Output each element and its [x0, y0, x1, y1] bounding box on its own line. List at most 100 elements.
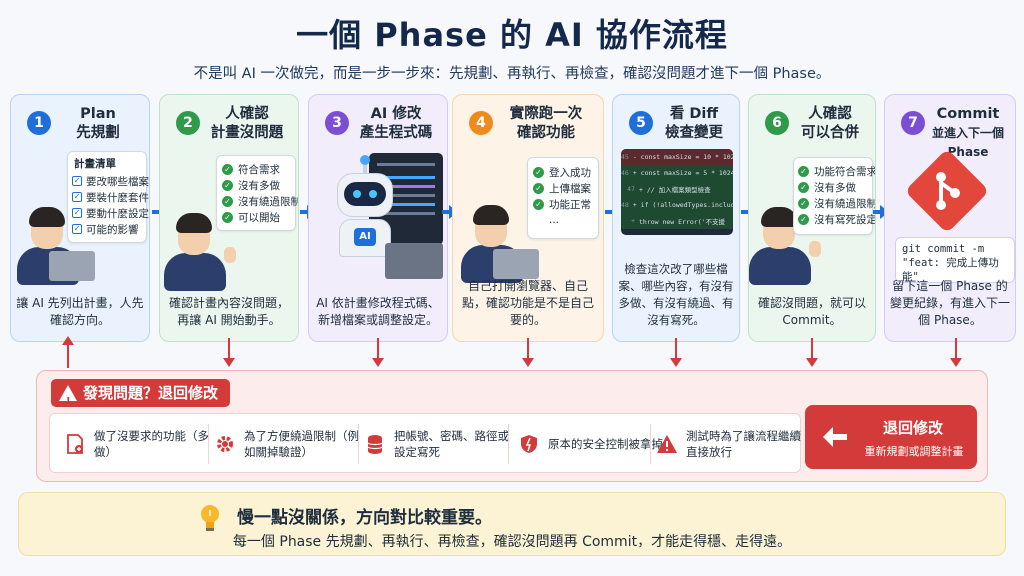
diff-code-view: 45- const maxSize = 10 * 1024; 46+ const…: [621, 149, 733, 235]
step-header: 4 實際跑一次 確認功能: [459, 103, 597, 147]
step-header: 7 Commit 並進入下一個 Phase: [891, 103, 1009, 159]
check-item: ✓沒有繞過限制: [222, 193, 298, 209]
step-number-badge: 1: [27, 111, 51, 135]
step-7-commit: 7 Commit 並進入下一個 Phase git commit -m "fea…: [884, 94, 1016, 342]
step-title-line2: 先規劃: [76, 125, 120, 141]
robot-body-icon: AI: [339, 219, 391, 257]
diff-line: 46+ const maxSize = 5 * 1024;: [621, 165, 733, 181]
step-title-line1: 人確認: [225, 106, 269, 122]
step-description: 留下這一個 Phase 的變更紀錄，有進入下一個 Phase。: [889, 279, 1010, 327]
tip-text: 每一個 Phase 先規劃、再執行、再檢查，確認沒問題再 Commit，才能走得…: [232, 534, 792, 550]
step-description: 讓 AI 先列出計畫，人先確認方向。: [16, 296, 144, 327]
checkbox-icon: ✓: [72, 208, 82, 218]
document-plus-icon: [64, 433, 86, 455]
confirm-checklist-card: ✓符合需求 ✓沒有多做 ✓沒有繞過限制 ✓可以開始: [216, 155, 298, 231]
diff-line: 45- const maxSize = 10 * 1024;: [621, 149, 733, 165]
down-arrow-icon: [806, 338, 818, 368]
broken-shield-icon: [518, 433, 540, 455]
merge-checklist-card: ✓功能符合需求 ✓沒有多做 ✓沒有繞過限制 ✓沒有寫死設定: [793, 157, 875, 235]
step-description: AI 依計畫修改程式碼、新增檔案或調整設定。: [316, 296, 440, 327]
problem-item: 為了方便繞過限制（例如關掉驗證）: [214, 422, 360, 466]
diff-line: + throw new Error('不支援: [621, 213, 733, 229]
checkbox-icon: ✓: [72, 176, 82, 186]
step-title: Commit 並進入下一個 Phase: [929, 105, 1007, 162]
step-number-badge: 6: [765, 111, 789, 135]
checklist-item: ✓要裝什麼套件: [72, 191, 149, 204]
problem-title: 發現問題？退回修改: [83, 384, 219, 402]
step-number-badge: 2: [176, 111, 200, 135]
check-item: ✓沒有寫死設定: [798, 211, 875, 227]
step-3-ai-modify: 3 AI 修改 產生程式碼 AI AI 依計畫修改程式碼、新增檔案或調整設定。: [308, 94, 448, 342]
gear-icon: [214, 433, 236, 455]
step-header: 1 Plan 先規劃: [17, 103, 143, 147]
step-6-confirm-merge: 6 人確認 可以合併 ✓功能符合需求 ✓沒有多做 ✓沒有繞過限制 ✓沒有寫死設定…: [748, 94, 876, 342]
down-arrow-icon: [372, 338, 384, 368]
step-title: 人確認 計畫沒問題: [204, 105, 290, 143]
check-item: ✓符合需求: [222, 161, 290, 177]
check-icon: ✓: [222, 179, 233, 191]
down-arrow-icon: [950, 338, 962, 368]
robot-ai-chip: AI: [354, 228, 376, 246]
down-arrow-icon: [223, 338, 235, 368]
page-title: 一個 Phase 的 AI 協作流程: [296, 16, 728, 54]
step-title-line1: 實際跑一次: [509, 106, 583, 122]
checkbox-icon: ✓: [72, 192, 82, 202]
step-number-badge: 5: [629, 111, 653, 135]
check-item: ✓登入成功: [533, 164, 593, 180]
step-title-line2: 檢查變更: [665, 125, 723, 141]
git-logo-icon: [904, 148, 990, 234]
check-item: ✓功能符合需求: [798, 163, 875, 179]
step-header: 2 人確認 計畫沒問題: [166, 103, 292, 147]
robot-head-icon: [337, 173, 393, 217]
diff-line: 48+ if (!allowedTypes.includes: [621, 197, 733, 213]
return-arrow-icon: [62, 336, 74, 368]
git-commit-command: git commit -m "feat: 完成上傳功能": [895, 237, 1015, 283]
lightbulb-icon: [197, 503, 223, 533]
problem-title-badge: ! 發現問題？退回修改: [51, 379, 231, 407]
step-title: AI 修改 產生程式碼: [353, 105, 439, 143]
check-icon: ✓: [798, 197, 809, 209]
check-item: ...: [549, 214, 560, 226]
step-1-plan: 1 Plan 先規劃 計畫清單 ✓要改哪些檔案 ✓要裝什麼套件 ✓要動什麼設定 …: [10, 94, 150, 342]
checklist-title: 計畫清單: [74, 158, 116, 170]
step-number-badge: 3: [325, 111, 349, 135]
problem-rollback-section: ! 發現問題？退回修改 做了沒要求的功能（多做） 為了方便繞過限制（例如關掉驗證…: [36, 370, 988, 482]
step-title-line2: 確認功能: [517, 125, 575, 141]
tip-banner: 慢一點沒關係，方向對比較重要。 每一個 Phase 先規劃、再執行、再檢查，確認…: [18, 492, 1006, 556]
checklist-item: ✓要改哪些檔案: [72, 175, 149, 188]
problem-items-panel: 做了沒要求的功能（多做） 為了方便繞過限制（例如關掉驗證） 把帳號、密碼、路徑或…: [49, 413, 801, 473]
return-arrow-icon: [821, 423, 851, 451]
laptop-icon: [385, 243, 443, 279]
step-title-line1: 看 Diff: [669, 106, 719, 122]
database-icon: [364, 433, 386, 455]
step-title: 人確認 可以合併: [793, 105, 867, 143]
rollback-subtitle: 重新規劃或調整計畫: [864, 445, 964, 458]
check-item: ✓沒有多做: [798, 179, 868, 195]
check-icon: ✓: [533, 198, 544, 210]
step-header: 6 人確認 可以合併: [755, 103, 869, 147]
check-icon: ✓: [222, 163, 233, 175]
step-description: 確認沒問題，就可以 Commit。: [757, 296, 866, 327]
rollback-title: 退回修改: [882, 419, 943, 437]
step-title-line2: 可以合併: [801, 125, 859, 141]
tip-title: 慢一點沒關係，方向對比較重要。: [237, 508, 492, 528]
test-result-card: ✓登入成功 ✓上傳檔案 ✓功能正常 ...: [527, 157, 599, 239]
step-description: 檢查這次改了哪些檔案、哪些內容，有沒有多做、有沒有繞過、有沒有寫死。: [618, 262, 734, 327]
step-title-line1: 人確認: [808, 106, 852, 122]
step-number-badge: 7: [901, 111, 925, 135]
check-icon: ✓: [533, 182, 544, 194]
step-description: 確認計畫內容沒問題，再讓 AI 開始動手。: [168, 296, 289, 327]
page-subtitle: 不是叫 AI 一次做完，而是一步一步來：先規劃、再執行、再檢查，確認沒問題才進下…: [193, 66, 831, 82]
step-title: 看 Diff 檢查變更: [657, 105, 731, 143]
person-with-laptop-illustration: [13, 205, 95, 285]
rollback-button[interactable]: 退回修改 重新規劃或調整計畫: [805, 405, 977, 469]
check-icon: ✓: [222, 211, 233, 223]
problem-item: 把帳號、密碼、路徑或設定寫死: [364, 422, 510, 466]
plan-checklist-card: 計畫清單 ✓要改哪些檔案 ✓要裝什麼套件 ✓要動什麼設定 ✓可能的影響: [67, 151, 149, 243]
check-item: ✓功能正常: [533, 196, 593, 212]
step-title: 實際跑一次 確認功能: [497, 105, 595, 143]
check-icon: ✓: [533, 166, 544, 178]
problem-item: 原本的安全控制被拿掉: [518, 422, 664, 466]
check-item: ✓沒有繞過限制: [798, 195, 875, 211]
warning-icon: [656, 433, 678, 455]
